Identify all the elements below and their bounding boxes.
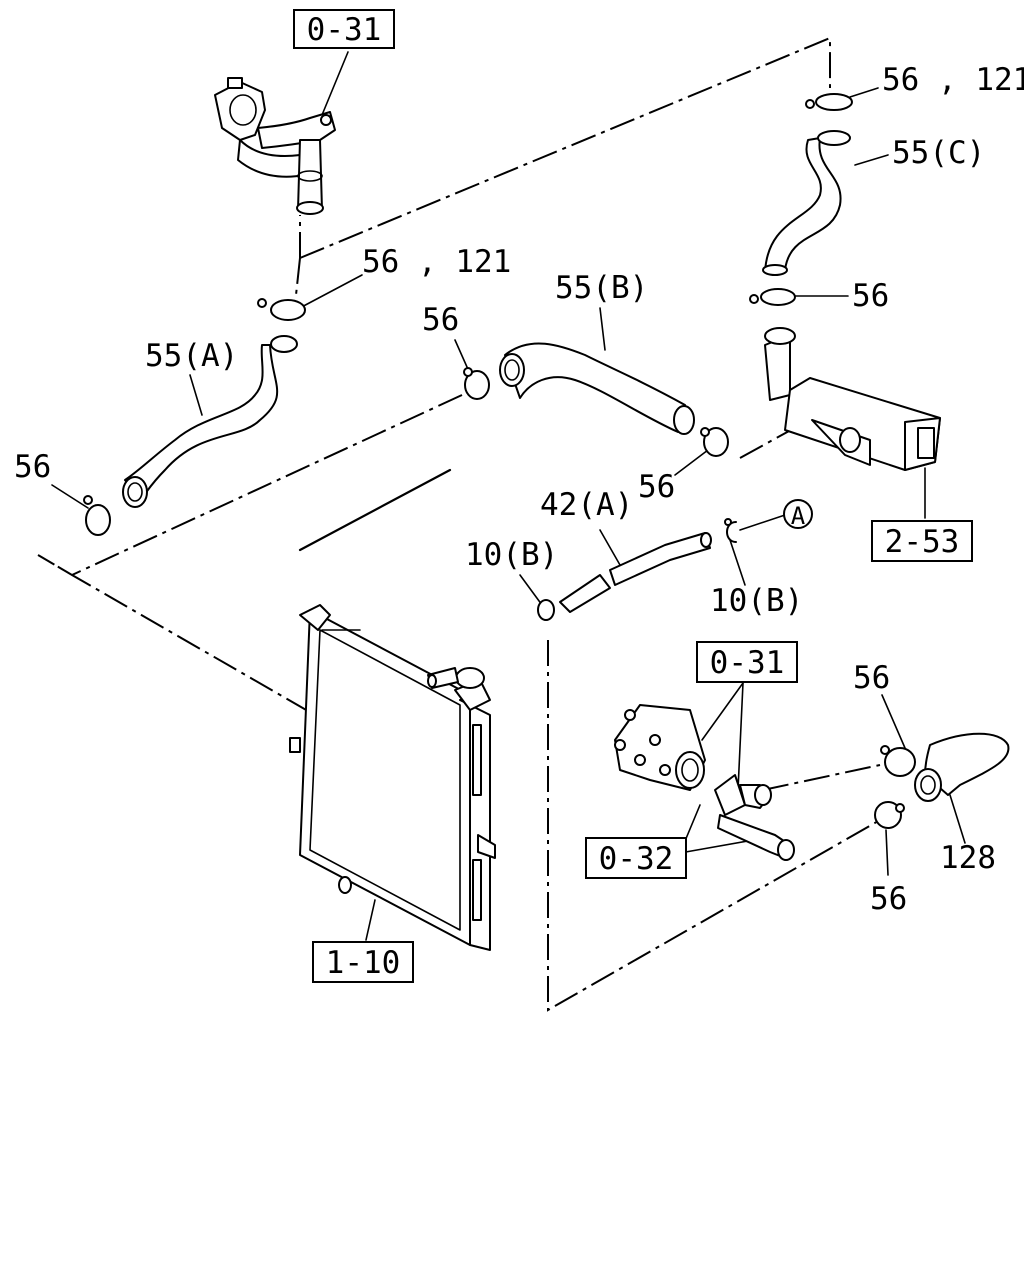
label-56-intercooler: 56 xyxy=(852,278,889,314)
ref-box-thermostat-lower: 0-32 xyxy=(585,837,687,879)
intercooler xyxy=(764,327,941,471)
label-55c: 55(C) xyxy=(892,135,985,171)
label-55a: 55(A) xyxy=(145,338,238,374)
clamp-56-121-top xyxy=(805,93,853,111)
clamp-56-55b-right xyxy=(700,427,729,457)
clamp-56-121-mid xyxy=(257,298,306,321)
label-56-121-top: 56 , 121 xyxy=(882,62,1024,98)
radiator xyxy=(289,604,496,951)
ref-box-top-engine: 0-31 xyxy=(293,9,395,49)
ref-box-thermostat: 0-31 xyxy=(696,641,798,683)
label-55b: 55(B) xyxy=(555,270,648,306)
label-56-121-mid: 56 , 121 xyxy=(362,244,511,280)
clamp-56-55b-left xyxy=(463,367,490,400)
ref-radiator-text: 1-10 xyxy=(326,945,401,981)
label-128: 128 xyxy=(940,840,996,876)
label-10b-left: 10(B) xyxy=(465,537,558,573)
ref-top-engine-text: 0-31 xyxy=(307,12,382,48)
label-56-left: 56 xyxy=(14,449,51,485)
label-56-lower-bottom: 56 xyxy=(870,881,907,917)
clamp-56-lower-top xyxy=(880,745,916,777)
label-56-lower-top: 56 xyxy=(853,660,890,696)
circle-a-marker: A xyxy=(783,499,813,530)
label-56-55b-right: 56 xyxy=(638,469,675,505)
ref-thermostat-text: 0-31 xyxy=(710,645,785,681)
label-10b-right: 10(B) xyxy=(710,583,803,619)
ref-box-intercooler: 2-53 xyxy=(871,520,973,562)
clamp-56-intercooler xyxy=(749,288,796,306)
part-labels: 56 , 121 55(C) 56 , 121 55(B) 56 56 55(A… xyxy=(14,62,1024,917)
hose-55b xyxy=(499,342,695,435)
label-42a: 42(A) xyxy=(540,487,633,523)
hose-55a xyxy=(122,335,298,508)
hose-128 xyxy=(914,732,1010,802)
engine-outlet-pipe xyxy=(214,77,336,215)
circle-a-text: A xyxy=(791,502,806,530)
ref-box-radiator: 1-10 xyxy=(312,941,414,983)
hose-55c xyxy=(762,130,851,276)
ref-thermostat-lower-text: 0-32 xyxy=(599,841,674,877)
clip-10b-right xyxy=(724,518,737,543)
ref-intercooler-text: 2-53 xyxy=(885,524,960,560)
clamp-56-left xyxy=(83,495,111,536)
thermostat-housing xyxy=(614,704,795,861)
hose-42a xyxy=(559,532,712,613)
leader-lines xyxy=(51,51,966,941)
clamp-56-lower-bottom xyxy=(874,801,905,829)
label-56-55b-left: 56 xyxy=(422,302,459,338)
clip-10b-left xyxy=(537,599,555,621)
